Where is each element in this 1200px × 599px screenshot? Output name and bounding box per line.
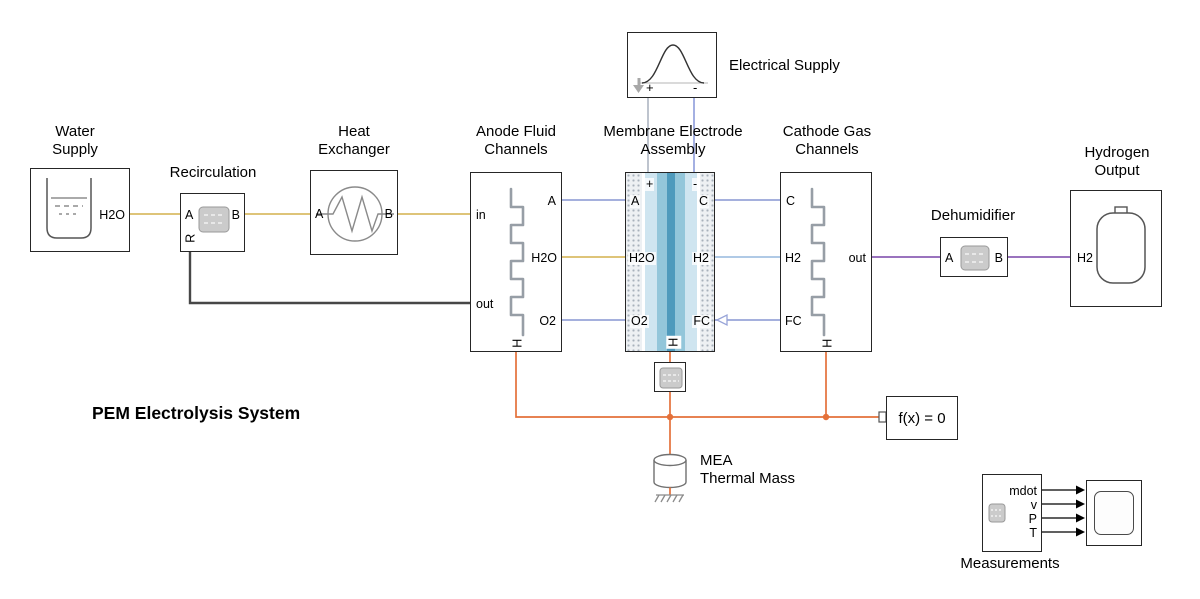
down-arrow-icon (637, 78, 641, 85)
scope-screen (1094, 491, 1134, 535)
dehumidifier-port-b: B (994, 251, 1003, 265)
signal-arrowhead (1076, 513, 1085, 523)
measurements-block[interactable]: mdot v P T (982, 474, 1042, 552)
anode-port-h2o: H2O (531, 251, 557, 265)
electrical-supply-label: Electrical Supply (729, 57, 840, 74)
solver-block[interactable]: f(x) = 0 (886, 396, 958, 440)
anode-port-a: A (547, 194, 556, 208)
mea-port-fc: FC (692, 314, 711, 328)
signal-arrowhead (1076, 485, 1085, 495)
mea-thermal-mass-label: MEA Thermal Mass (700, 452, 796, 487)
gaussian-curve-icon (633, 44, 708, 93)
hydrogen-tank-icon (1096, 206, 1146, 284)
dehumidifier-port-a: A (945, 251, 954, 265)
mea-layer-light-right (685, 173, 697, 351)
measurements-port-v: v (1030, 498, 1037, 512)
signal-arrowhead (1076, 527, 1085, 537)
anode-fluid-channels-block[interactable]: in out A H2O O2 H (470, 172, 562, 352)
anode-port-in: in (476, 208, 486, 222)
pipe-anode-out-to-recirculation[interactable] (188, 252, 470, 305)
anode-port-out: out (476, 297, 494, 311)
measurements-port-p: P (1028, 512, 1037, 526)
recirculation-label: Recirculation (169, 164, 257, 181)
measurements-port-t: T (1029, 526, 1037, 540)
cathode-gas-channels-block[interactable]: C H2 FC out H (780, 172, 872, 352)
recirculation-icon (198, 206, 230, 233)
mea-port-a: A (630, 194, 641, 208)
recirculation-port-b: B (231, 208, 240, 222)
membrane-electrode-assembly-label: Membrane Electrode Assembly (603, 123, 743, 158)
mea-layer-mid-left (657, 173, 667, 351)
serpentine-channel-icon (509, 187, 525, 337)
water-tank-icon (46, 178, 92, 239)
electrical-supply-port-plus: + (646, 80, 654, 95)
measurements-port-mdot: mdot (1009, 484, 1037, 498)
sensor-icon (659, 367, 683, 389)
recirculation-block[interactable]: A B R (180, 193, 245, 252)
temperature-sensor-block[interactable] (654, 362, 686, 392)
heat-exchanger-label: Heat Exchanger (318, 123, 390, 158)
mea-port-h2o: H2O (628, 251, 656, 265)
measurements-label: Measurements (960, 555, 1060, 572)
mea-port-o2: O2 (630, 314, 649, 328)
mea-port-minus: - (692, 177, 699, 191)
heat-exchanger-port-a: A (315, 207, 324, 221)
heat-exchanger-icon (316, 186, 394, 242)
mea-port-h2: H2 (692, 251, 710, 265)
scope-block[interactable] (1086, 480, 1142, 546)
solver-label: f(x) = 0 (898, 409, 946, 427)
thermal-anode-to-solver[interactable] (515, 352, 879, 418)
water-supply-block[interactable]: H2O (30, 168, 130, 252)
thermal-junction-dot (822, 413, 830, 421)
anode-fluid-channels-label: Anode Fluid Channels (475, 123, 557, 158)
fc-direction-arrow (715, 313, 728, 327)
electrical-supply-block[interactable]: + - (627, 32, 717, 98)
dehumidifier-label: Dehumidifier (930, 207, 1016, 224)
cathode-port-h: H (820, 338, 835, 348)
anode-port-o2: O2 (539, 314, 556, 328)
hydrogen-output-port-h2: H2 (1077, 251, 1093, 265)
dehumidifier-block[interactable]: A B (940, 237, 1008, 277)
serpentine-channel-icon (810, 187, 826, 337)
measurements-icon (988, 503, 1006, 523)
mea-port-plus: + (645, 177, 655, 191)
hydrogen-output-label: Hydrogen Output (1084, 144, 1150, 179)
thermal-junction-dot (666, 413, 674, 421)
recirculation-port-a: A (185, 208, 194, 222)
dehumidifier-icon (960, 245, 990, 271)
mea-port-c: C (697, 194, 709, 208)
cathode-port-c: C (786, 194, 796, 208)
recirculation-port-r: R (183, 233, 198, 243)
signal-arrowhead (1076, 499, 1085, 509)
cathode-gas-channels-label: Cathode Gas Channels (782, 123, 872, 158)
mea-thermal-mass-block[interactable] (650, 448, 692, 510)
water-supply-label: Water Supply (52, 123, 98, 158)
cathode-port-fc: FC (785, 314, 802, 328)
mea-port-h: H (666, 335, 681, 349)
anode-port-h: H (510, 338, 525, 348)
cathode-port-h2: H2 (785, 251, 801, 265)
heat-exchanger-block[interactable]: A B (310, 170, 398, 255)
diagram-title: PEM Electrolysis System (92, 403, 301, 423)
cathode-port-out: out (848, 251, 866, 265)
water-supply-port-h2o: H2O (99, 208, 125, 222)
mea-layer-mid-right (675, 173, 685, 351)
solver-port (878, 411, 887, 423)
hydrogen-output-block[interactable]: H2 (1070, 190, 1162, 307)
mea-membrane-core (667, 173, 675, 351)
heat-exchanger-port-b: B (384, 207, 393, 221)
membrane-electrode-assembly-block[interactable]: + - A H2O O2 C H2 FC H (625, 172, 715, 352)
electrical-supply-port-minus: - (693, 80, 698, 95)
